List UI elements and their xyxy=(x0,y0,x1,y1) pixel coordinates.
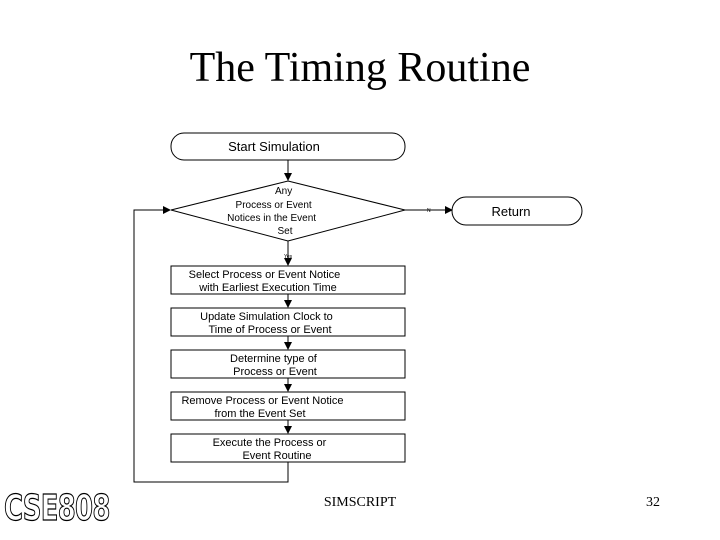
cse808-logo: CSE808 xyxy=(4,487,111,529)
step-3-line-2: Process or Event xyxy=(233,366,317,378)
decision-line-3: Notices in the Event xyxy=(227,213,316,224)
svg-text:Select Process or Event Notice: Select Process or Event Notice with Earl… xyxy=(189,269,344,294)
decision-line-2: Process or Event xyxy=(236,200,312,211)
svg-text:Remove Process or Event Notice: Remove Process or Event Notice from the … xyxy=(181,395,346,420)
step-3-line-1: Determine type of xyxy=(230,353,318,365)
loop-back-connector xyxy=(133,206,289,483)
start-terminal: Start Simulation xyxy=(170,132,406,161)
step-1-line-2: with Earliest Execution Time xyxy=(198,282,337,294)
step-update-clock: Update Simulation Clock to Time of Proce… xyxy=(170,307,406,337)
start-label: Start Simulation xyxy=(228,139,320,154)
return-terminal: Return xyxy=(451,196,583,226)
svg-text:Any Process or Event: Any Process or Event Notices in the Even… xyxy=(227,186,319,237)
return-label: Return xyxy=(491,204,530,219)
yes-branch-label: Yes xyxy=(284,254,293,260)
step-determine-type: Determine type of Process or Event xyxy=(170,349,406,379)
step-remove-notice: Remove Process or Event Notice from the … xyxy=(170,391,406,421)
step-1-line-1: Select Process or Event Notice xyxy=(189,269,341,281)
step-5-line-2: Event Routine xyxy=(242,450,311,462)
step-4-line-1: Remove Process or Event Notice xyxy=(181,395,343,407)
no-branch-label: N xyxy=(427,208,431,214)
step-4-line-2: from the Event Set xyxy=(214,408,305,420)
slide-title: The Timing Routine xyxy=(189,45,531,91)
decision-line-4: Set xyxy=(277,226,292,237)
svg-text:Update Simulation Clock to: Update Simulation Clock to Time of Proce… xyxy=(200,311,336,336)
page-number: 32 xyxy=(646,495,660,510)
step-2-line-1: Update Simulation Clock to xyxy=(200,311,333,323)
step-select-notice: Select Process or Event Notice with Earl… xyxy=(170,265,406,295)
decision-line-1: Any xyxy=(275,186,292,197)
svg-text:Execute the Process or E: Execute the Process or Event Routine xyxy=(213,437,330,462)
step-execute-routine: Execute the Process or Event Routine xyxy=(170,433,406,463)
step-5-line-1: Execute the Process or xyxy=(213,437,327,449)
footer-text: SIMSCRIPT xyxy=(323,495,397,510)
step-2-line-2: Time of Process or Event xyxy=(208,324,331,336)
decision-diamond: Any Process or Event Notices in the Even… xyxy=(170,180,406,242)
svg-text:Determine type of Proces: Determine type of Process or Event xyxy=(230,353,320,378)
